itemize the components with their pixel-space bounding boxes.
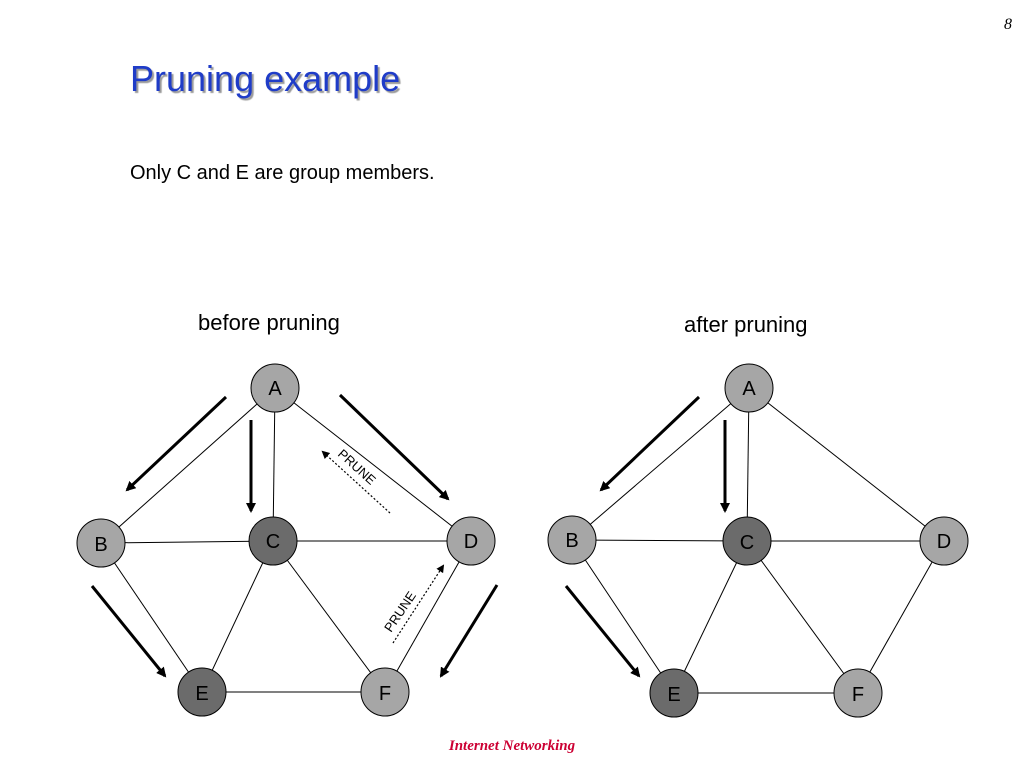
edge-c-f xyxy=(272,540,386,693)
edge-c-e xyxy=(673,540,748,694)
prune-arrow-d-to-a xyxy=(321,450,391,514)
before-edges xyxy=(100,387,472,693)
edge-b-e xyxy=(100,542,203,693)
before-node-b-label: B xyxy=(94,534,107,556)
before-node-f: F xyxy=(360,667,410,717)
after-node-b: B xyxy=(547,515,597,565)
after-node-e: E xyxy=(649,668,699,718)
edge-a-d xyxy=(274,387,472,542)
edge-b-e xyxy=(571,539,675,694)
edge-a-d xyxy=(748,387,945,542)
after-node-d-label: D xyxy=(937,531,951,553)
flow-arrow-a-to-b xyxy=(125,395,228,492)
flow-arrow-d-to-f xyxy=(439,584,499,678)
before-nodes: A B C D E F xyxy=(76,363,496,717)
before-node-e: E xyxy=(177,667,227,717)
edge-a-b xyxy=(571,387,750,541)
edge-d-f xyxy=(857,540,945,694)
edge-c-f xyxy=(746,540,859,694)
subtitle: Only C and E are group members. xyxy=(130,162,435,184)
before-node-a-label: A xyxy=(268,378,282,400)
before-flow-arrows xyxy=(90,393,499,678)
before-node-f-label: F xyxy=(379,683,391,705)
before-node-c-label: C xyxy=(266,531,280,553)
before-pruning-label: before pruning xyxy=(198,310,340,335)
before-node-a: A xyxy=(250,363,300,413)
after-node-f-label: F xyxy=(852,684,864,706)
after-node-a: A xyxy=(724,363,774,413)
after-pruning-graph: A B C D E F xyxy=(547,363,969,718)
footer-text: Internet Networking xyxy=(448,738,576,754)
before-node-e-label: E xyxy=(195,683,208,705)
before-prune-arrows xyxy=(321,450,445,644)
after-node-c-label: C xyxy=(740,532,754,554)
before-node-d-label: D xyxy=(464,531,478,553)
flow-arrow-b-to-e xyxy=(564,585,641,678)
edge-a-c xyxy=(746,387,750,542)
after-node-f: F xyxy=(833,668,883,718)
after-pruning-label: after pruning xyxy=(684,312,808,337)
flow-arrow-a-to-b xyxy=(599,395,701,492)
edge-b-c xyxy=(100,540,274,544)
edge-d-f xyxy=(384,540,472,693)
after-edges xyxy=(571,387,945,694)
edge-c-e xyxy=(201,540,274,693)
edge-a-c xyxy=(272,387,276,542)
edge-b-c xyxy=(571,539,748,542)
after-node-d: D xyxy=(919,516,969,566)
before-pruning-graph: PRUNE PRUNE A B C D E xyxy=(76,363,499,717)
after-nodes: A B C D E F xyxy=(547,363,969,718)
before-node-c: C xyxy=(248,516,298,566)
after-flow-arrows xyxy=(564,395,730,678)
flow-arrow-b-to-e xyxy=(90,585,167,678)
after-node-c: C xyxy=(722,516,772,566)
prune-arrow-f-to-d xyxy=(392,564,445,644)
edge-a-b xyxy=(100,387,276,544)
flow-arrow-a-to-d xyxy=(338,393,450,501)
before-node-d: D xyxy=(446,516,496,566)
after-node-b-label: B xyxy=(565,530,578,552)
slide-title: Pruning example xyxy=(130,58,401,99)
after-node-a-label: A xyxy=(742,378,756,400)
before-node-b: B xyxy=(76,518,126,568)
page-number: 8 xyxy=(1004,16,1012,33)
after-node-e-label: E xyxy=(667,684,680,706)
